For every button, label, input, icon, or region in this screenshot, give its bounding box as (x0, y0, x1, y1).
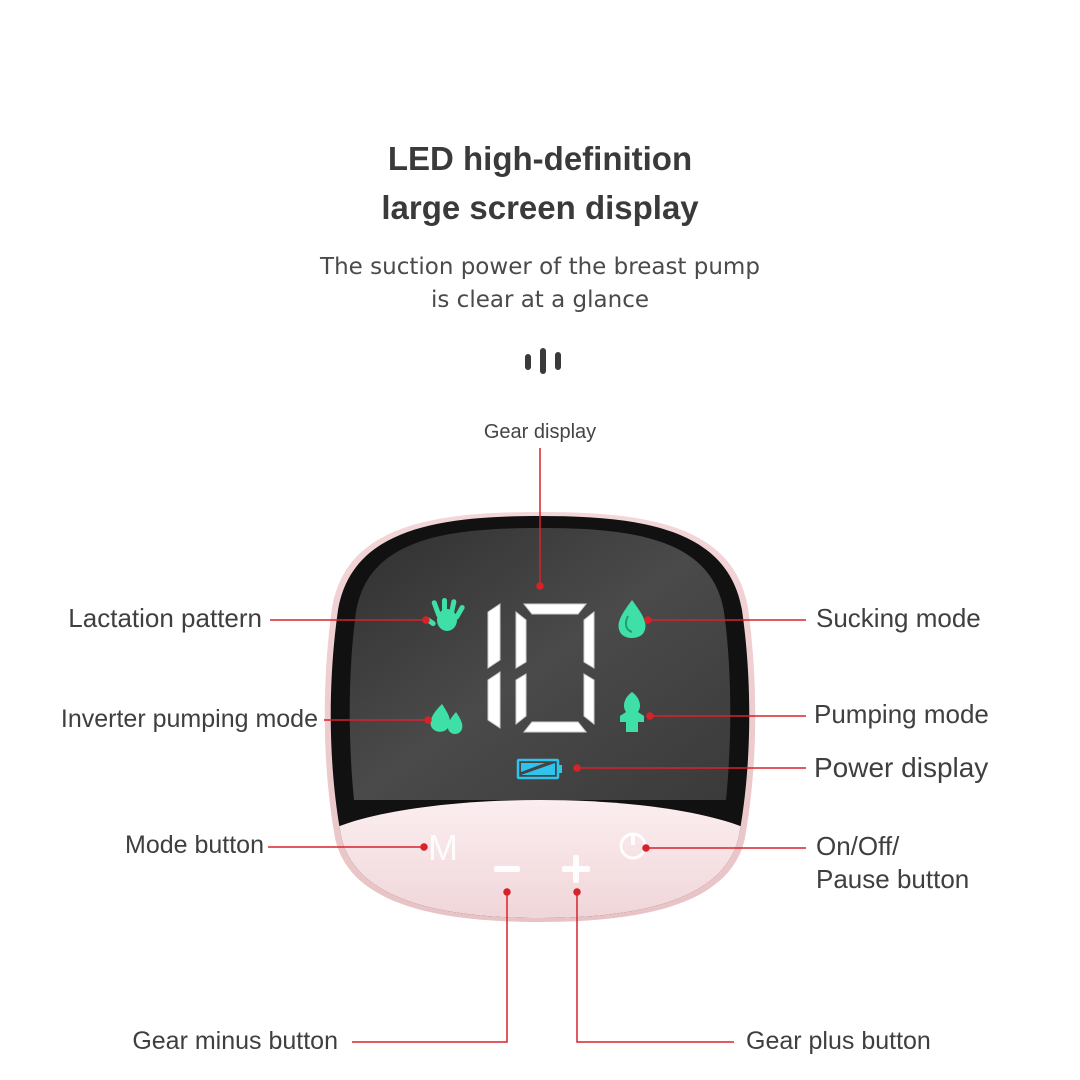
power-display-label: Power display (814, 752, 989, 783)
battery-icon (516, 758, 562, 780)
title-line-2: large screen display (381, 189, 699, 226)
mode-button[interactable]: M (428, 827, 458, 868)
subtitle-line-2: is clear at a glance (430, 287, 650, 313)
inverter-pumping-mode-label: Inverter pumping mode (60, 705, 318, 733)
title-line-1: LED high-definition (387, 140, 693, 177)
drop-icon (618, 600, 646, 638)
callout-lines (268, 448, 806, 1043)
power-button-label-line-1: On/Off/ (816, 831, 900, 861)
divider-bars-icon (525, 348, 561, 374)
hand-icon (424, 598, 465, 631)
subtitle-line-1: The suction power of the breast pump (320, 254, 760, 280)
gear-minus-button-label: Gear minus button (132, 1027, 338, 1055)
pumping-mode-label: Pumping mode (814, 699, 989, 729)
pump-icon (620, 692, 644, 732)
mode-button-label: Mode button (125, 831, 264, 859)
gear-minus-button[interactable] (494, 866, 520, 872)
gear-plus-button-label: Gear plus button (746, 1027, 931, 1055)
gear-plus-button[interactable] (562, 855, 590, 883)
gear-digits (487, 603, 595, 733)
sucking-mode-label: Sucking mode (816, 603, 981, 633)
gear-display-label: Gear display (483, 421, 597, 443)
lactation-pattern-label: Lactation pattern (68, 603, 262, 633)
double-drop-icon (430, 704, 463, 734)
pump-control-panel: M (324, 512, 756, 922)
power-button-label-line-2: Pause button (816, 864, 970, 894)
